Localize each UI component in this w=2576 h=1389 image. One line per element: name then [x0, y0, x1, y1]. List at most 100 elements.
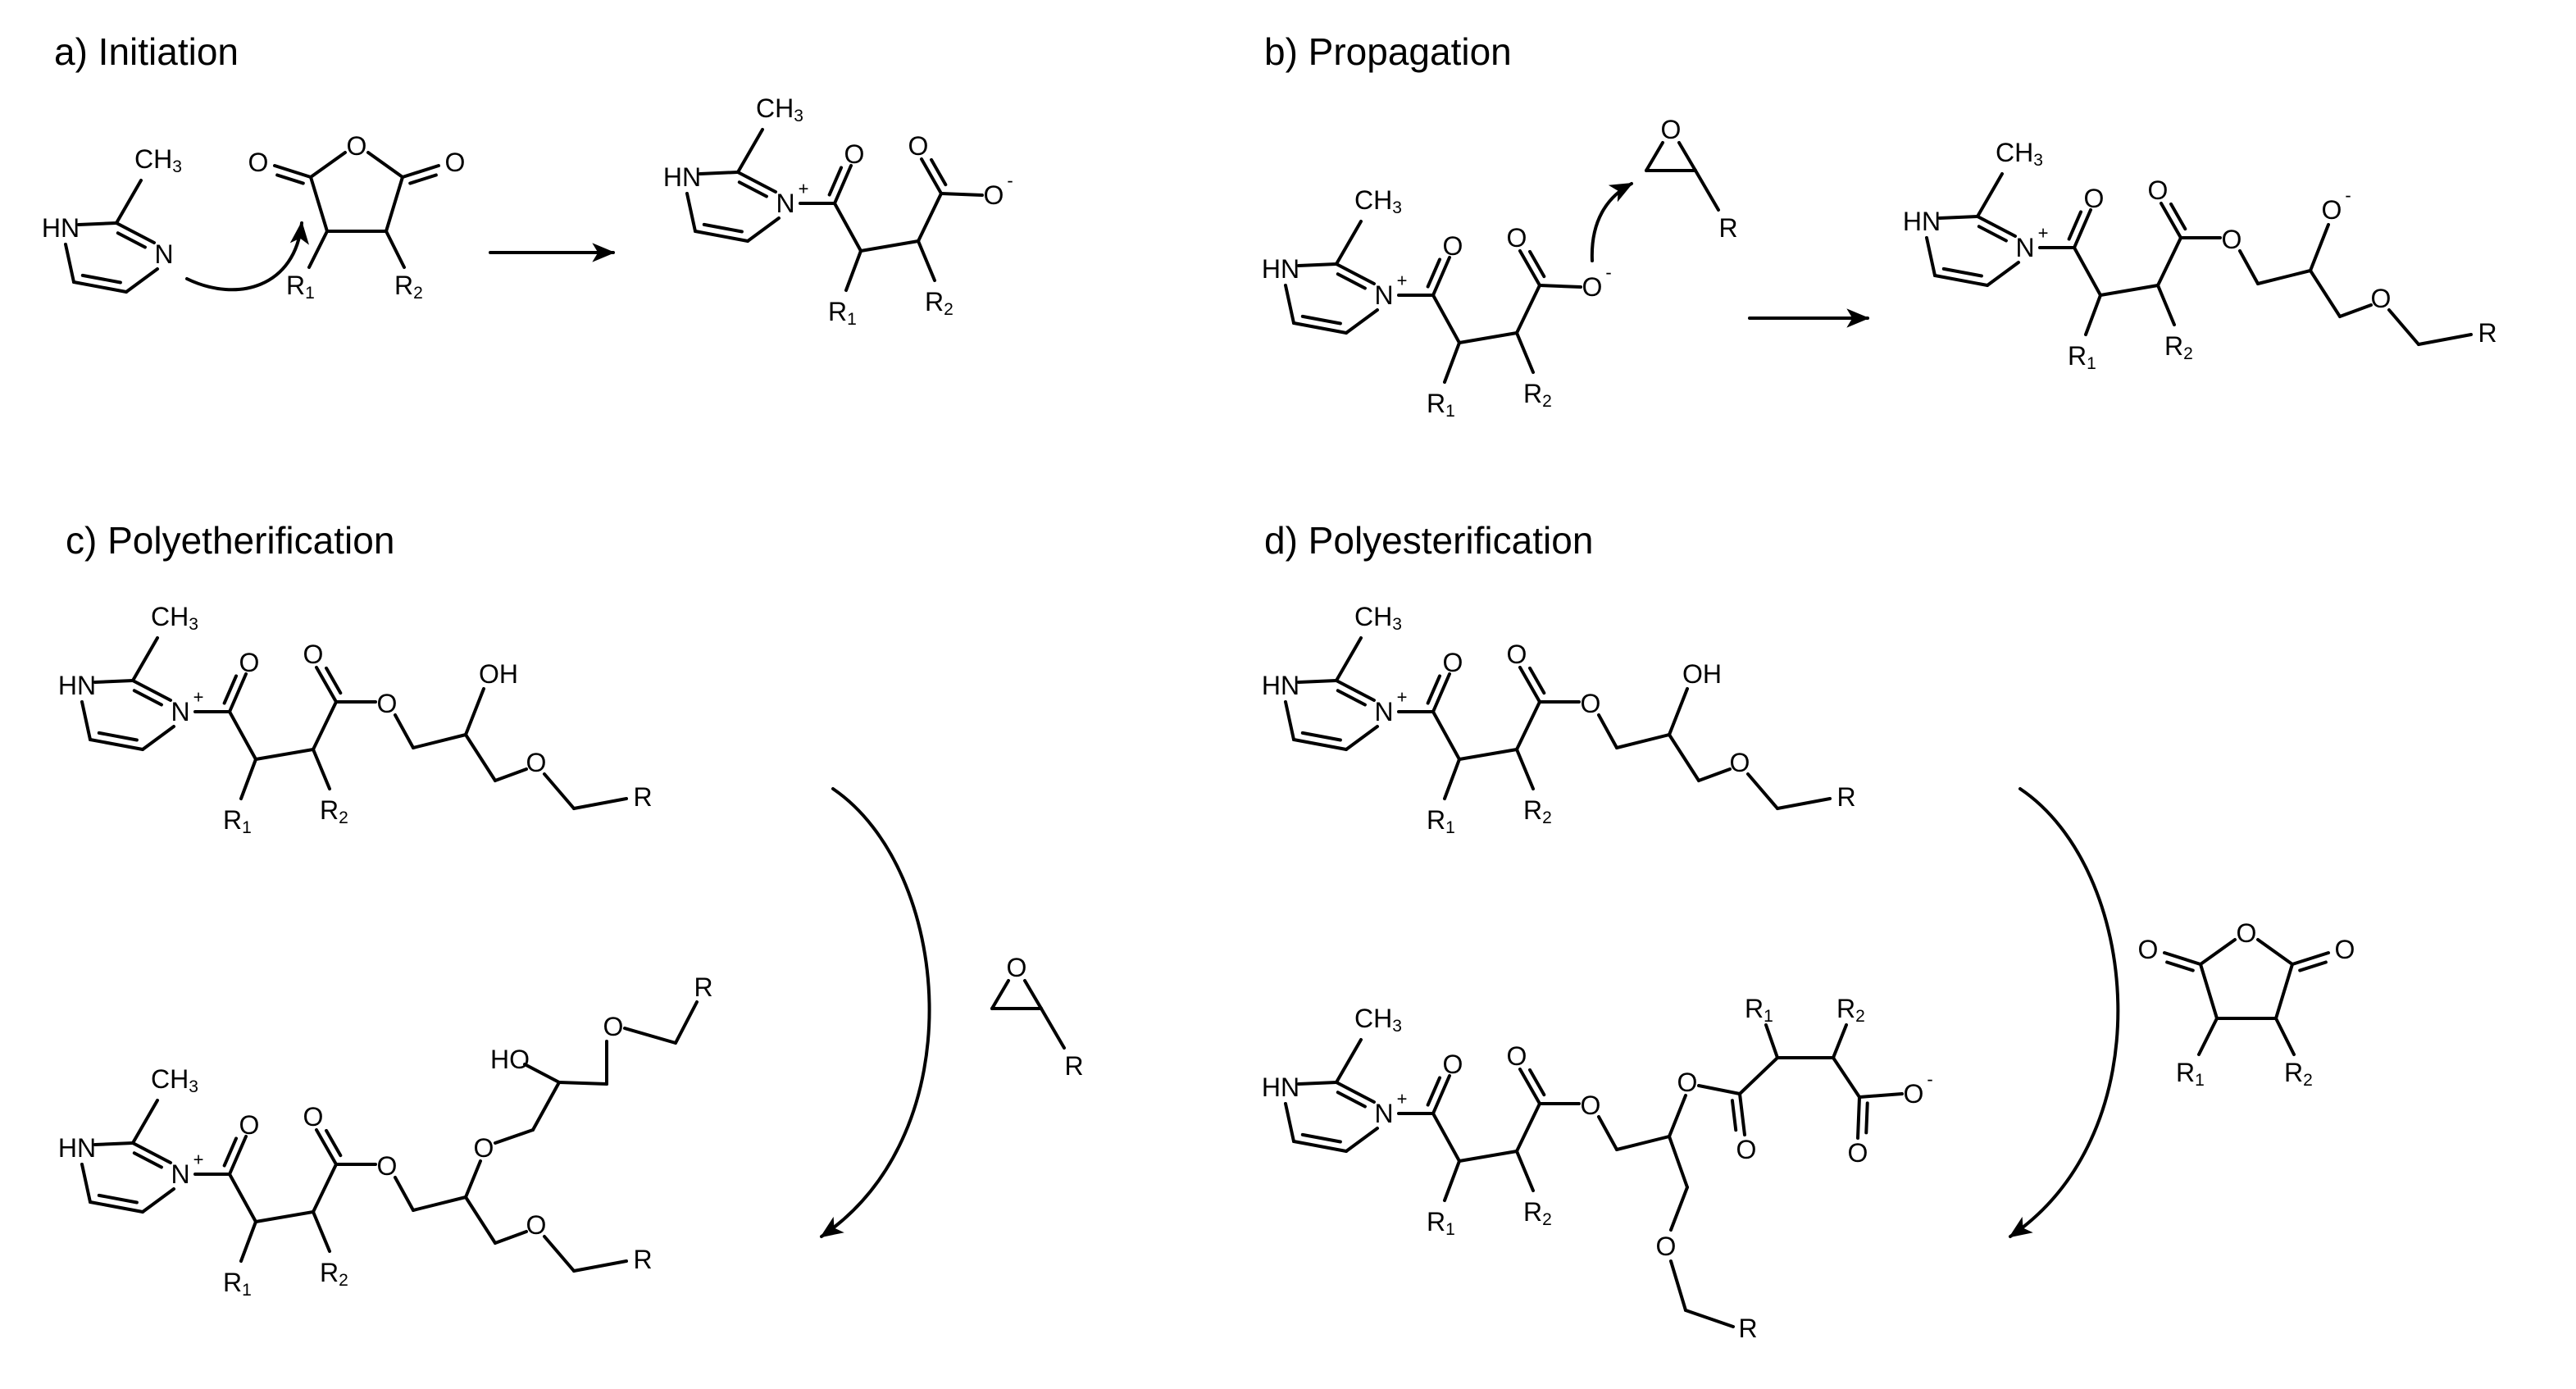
ring-double-bond	[89, 1200, 144, 1214]
chain-bond	[2256, 269, 2312, 285]
chain-bond	[1458, 748, 1518, 761]
ester-oxygen: O	[1581, 1091, 1601, 1120]
double-bond-line	[1528, 666, 1546, 695]
chain-bond	[1615, 1135, 1671, 1151]
r1-label-subscript: 1	[242, 1281, 252, 1300]
epoxide-substituent-bond	[1694, 169, 1720, 212]
carbonyl-bond	[833, 164, 853, 205]
carbonyl-bond	[2291, 951, 2330, 966]
chain-bond	[1458, 1150, 1518, 1163]
methyl-label: CH3	[151, 602, 198, 634]
r1-bond	[307, 230, 329, 269]
double-bond-line	[116, 231, 147, 249]
r1-bond	[2197, 1017, 2219, 1056]
curved-arrow	[2009, 787, 2120, 1238]
chain-bond	[1668, 1135, 1689, 1189]
chain-bond	[1597, 1115, 1618, 1151]
double-bond-line	[222, 1136, 239, 1168]
double-bond-line	[737, 180, 768, 198]
ring-double-bond	[1976, 215, 2017, 238]
r1-bond	[2084, 294, 2102, 336]
nh-atom-label: HN	[1903, 207, 1941, 236]
n-atom-label: N	[2015, 233, 2034, 262]
chain-bond	[558, 1081, 608, 1086]
carbonyl-bond	[2160, 202, 2182, 239]
chain-bond	[572, 797, 628, 810]
chain-bond	[859, 239, 920, 253]
r-label: R	[1064, 1051, 1083, 1081]
chain-bond	[1684, 1309, 1735, 1328]
r1-bond	[239, 1220, 257, 1263]
double-bond-line	[1336, 272, 1367, 290]
r1-label-subscript: 1	[2087, 354, 2096, 373]
r1-label: R1	[223, 805, 252, 837]
double-bond-line	[80, 273, 122, 285]
carbonyl-bond	[1518, 249, 1541, 287]
double-bond-line	[132, 1151, 163, 1169]
negative-charge: -	[1007, 171, 1013, 191]
nh-atom-label: HN	[1262, 1072, 1299, 1102]
methyl-label-subscript: 3	[2033, 151, 2043, 170]
r1-label: R1	[2176, 1058, 2205, 1090]
r1-label: R1	[1427, 805, 1455, 837]
chain-bond	[394, 713, 415, 749]
ring-bond	[1645, 141, 1664, 172]
n-atom-label: N	[1374, 1099, 1393, 1128]
nh-atom-label: HN	[42, 213, 80, 243]
substituent-bond	[1668, 687, 1689, 736]
ring-double-bond	[115, 221, 156, 244]
n-atom-label: N	[1374, 697, 1393, 726]
chain-bond	[494, 767, 528, 782]
positive-charge: +	[799, 179, 809, 199]
carbonyl-oxygen: O	[908, 131, 929, 161]
carboxylate-bond	[1538, 284, 1582, 289]
r-label: R	[633, 1245, 652, 1274]
ring-bond	[2274, 963, 2294, 1020]
methyl-bond	[736, 128, 764, 174]
chain-bond	[1832, 1056, 1861, 1099]
curved-arrow	[820, 787, 931, 1238]
r2-bond	[312, 748, 331, 790]
ring-bond	[366, 151, 404, 179]
double-bond-line	[325, 1128, 343, 1158]
alkoxide-oxygen: O	[2322, 195, 2342, 225]
ring-double-bond	[1292, 1140, 1348, 1153]
carbonyl-bond	[1518, 666, 1541, 704]
carbonyl-bond	[2073, 208, 2092, 249]
carbonyl-bond	[2163, 951, 2202, 966]
ring-bond	[309, 175, 329, 233]
r-label: R	[1738, 1314, 1757, 1343]
ring-bond	[141, 1187, 175, 1214]
carbonyl-oxygen: O	[303, 640, 324, 669]
ring-bond	[1925, 236, 1937, 277]
methyl-label-subscript: 3	[1392, 198, 1402, 217]
ring-double-bond	[1335, 679, 1376, 702]
hydroxyl-label: OH	[479, 659, 518, 689]
chain-bond	[1597, 713, 1618, 749]
ether-oxygen: O	[474, 1133, 494, 1163]
ring-bond	[93, 1141, 134, 1146]
carbonyl-oxygen: O	[1736, 1135, 1757, 1164]
ring-bond	[1284, 284, 1295, 325]
ring-double-bond	[72, 280, 128, 294]
ring-bond	[125, 267, 159, 294]
carbonyl-bond	[228, 672, 248, 713]
r1-label-subscript: 1	[2195, 1071, 2205, 1090]
ring-bond	[1297, 679, 1338, 684]
carbonyl-oxygen: O	[2335, 935, 2355, 964]
carboxylate-bond	[1858, 1092, 1904, 1099]
carbonyl-oxygen: O	[239, 648, 260, 677]
positive-charge: +	[2038, 223, 2049, 244]
n-atom-label: N	[171, 697, 189, 726]
ring-double-bond	[131, 1141, 172, 1164]
r1-bond	[844, 249, 862, 292]
chain-bond	[2387, 308, 2420, 346]
n-atom-label: N	[776, 189, 794, 218]
ether-oxygen: O	[526, 748, 547, 777]
double-bond-line	[1528, 1068, 1546, 1097]
carboxylate-oxygen: O	[1904, 1079, 1924, 1109]
ring-bond	[2199, 938, 2237, 966]
methyl-label: CH3	[756, 93, 803, 125]
